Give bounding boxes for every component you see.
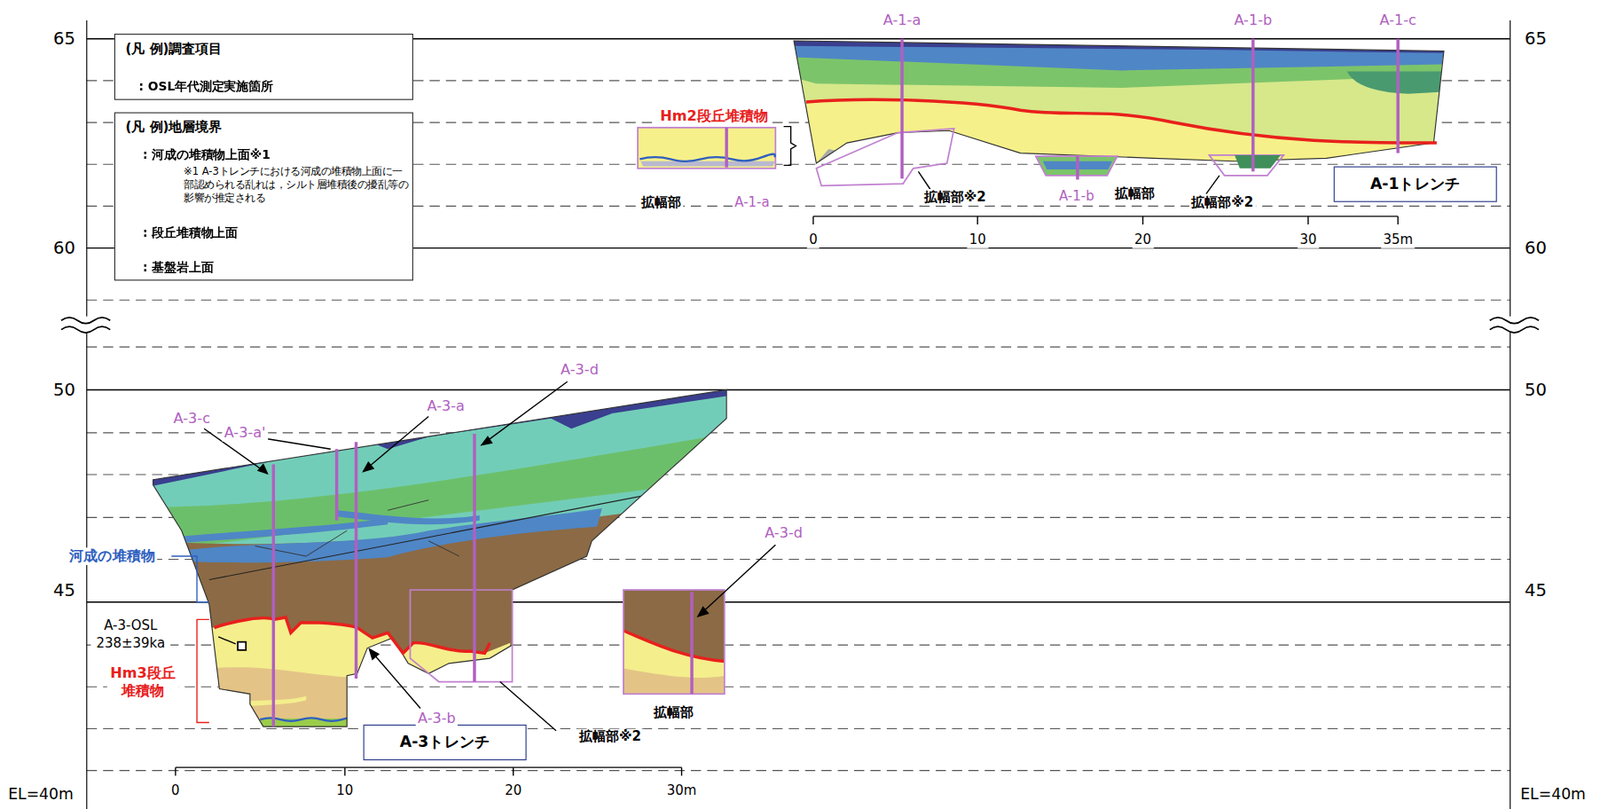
legend-text: : 基盤岩上面 (142, 259, 213, 275)
trench-name: A-3トレンチ (364, 731, 526, 752)
label: A-1-b (1231, 11, 1274, 29)
label: A-3-b (415, 709, 458, 727)
label: 0 (807, 231, 820, 248)
legend-heading: (凡 例)調査項目 (125, 39, 403, 59)
label: 60 (1522, 237, 1549, 259)
legend-text: : 段丘堆積物上面 (142, 225, 238, 241)
label: 35m (1380, 231, 1415, 248)
label: A-3-a' (221, 423, 267, 441)
label: ※1 A-3トレンチにおける河成の堆積物上面に一部認められる乱れは，シルト層堆積… (181, 164, 411, 204)
label: EL=40m (6, 784, 76, 804)
label: 10 (966, 231, 989, 248)
label: EL=40m (1518, 784, 1588, 804)
label: 拡幅部 (639, 194, 683, 211)
label: 20 (502, 783, 525, 800)
label: 拡幅部※2 (1189, 194, 1255, 211)
label: 50 (1522, 379, 1549, 400)
label: 30 (1297, 231, 1319, 248)
label: A-3-d (558, 360, 601, 378)
label: A-1-b (1057, 188, 1097, 204)
label: 65 (51, 28, 78, 49)
label: A-3-OSL 238±39ka (90, 617, 171, 652)
label: Hm3段丘 堆積物 (107, 663, 180, 701)
label: A-3-a (424, 397, 467, 415)
label: 拡幅部※2 (577, 729, 644, 746)
label: 拡幅部※2 (922, 188, 989, 205)
trench-name: A-1トレンチ (1334, 173, 1497, 194)
label: 45 (51, 579, 78, 600)
legend-heading: (凡 例)地層境界 (125, 117, 403, 137)
label: 10 (334, 783, 356, 800)
label: 45 (1522, 579, 1549, 600)
label: A-1-a (881, 11, 924, 29)
label: A-1-c (1377, 11, 1419, 29)
label: 拡幅部 (651, 704, 696, 721)
trench-title-box: A-1トレンチ (1333, 165, 1498, 202)
label: 拡幅部 (1113, 186, 1157, 203)
label: 河成の堆積物 (67, 547, 157, 565)
label: A-1-a (732, 194, 772, 211)
label: 50 (51, 379, 78, 400)
label: 0 (169, 783, 182, 800)
label: A-3-d (762, 524, 805, 542)
label: Hm2段丘堆積物 (658, 107, 771, 125)
legend-text: : OSL年代測定実施箇所 (138, 79, 273, 95)
trench-title-box: A-3トレンチ (363, 723, 527, 760)
label: 30m (664, 783, 699, 800)
label: 60 (51, 237, 78, 259)
label: 65 (1522, 28, 1549, 49)
label: A-3-c (171, 409, 212, 427)
label: 20 (1132, 231, 1154, 248)
legend-text: : 河成の堆積物上面※1 (142, 148, 271, 164)
